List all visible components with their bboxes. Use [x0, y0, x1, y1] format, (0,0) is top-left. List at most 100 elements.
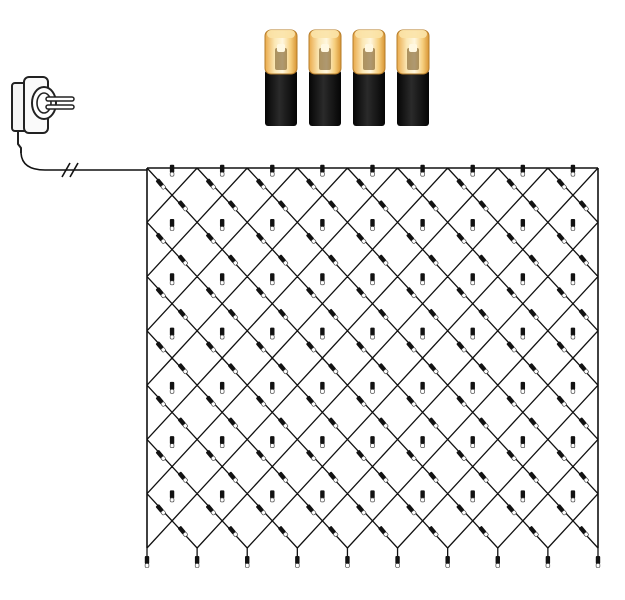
- led-point: [506, 287, 517, 299]
- led-point: [206, 232, 216, 244]
- led-point: [206, 178, 216, 190]
- led-point: [356, 341, 367, 353]
- led-point: [456, 178, 467, 190]
- led-bulb-icon: [264, 29, 298, 126]
- led-point: [456, 232, 467, 244]
- led-point: [306, 232, 317, 244]
- led-point: [206, 504, 216, 516]
- led-point: [528, 471, 539, 483]
- led-point: [428, 200, 439, 212]
- led-point: [370, 381, 375, 394]
- led-point: [206, 341, 216, 353]
- led-point: [428, 363, 439, 375]
- led-point: [406, 450, 417, 461]
- led-point: [556, 178, 567, 190]
- led-point: [278, 308, 289, 320]
- led-point: [428, 308, 439, 320]
- led-point: [470, 381, 475, 394]
- led-point: [470, 273, 475, 286]
- led-point: [270, 164, 275, 177]
- led-point: [578, 417, 589, 429]
- led-point: [320, 273, 325, 286]
- led-bulb-icon: [396, 29, 430, 126]
- led-point: [356, 450, 367, 461]
- led-point: [556, 341, 567, 353]
- led-point: [169, 219, 175, 231]
- led-point: [177, 471, 188, 483]
- led-point: [556, 232, 567, 244]
- led-point: [169, 164, 175, 177]
- led-point: [428, 254, 439, 266]
- led-point: [378, 471, 389, 483]
- led-point: [256, 395, 267, 407]
- led-point: [595, 556, 601, 568]
- led-point: [219, 381, 225, 394]
- led-point: [420, 273, 425, 286]
- led-point: [378, 308, 389, 320]
- led-point: [420, 327, 425, 340]
- led-point: [520, 273, 526, 286]
- led-point: [570, 219, 576, 231]
- led-point: [169, 436, 175, 448]
- led-point: [278, 254, 289, 266]
- led-point: [506, 341, 517, 353]
- led-point: [378, 363, 389, 375]
- led-point: [169, 327, 175, 340]
- led-point: [478, 254, 489, 266]
- led-point: [219, 219, 225, 231]
- led-point: [478, 363, 489, 375]
- led-point: [228, 254, 238, 266]
- led-point: [528, 363, 539, 375]
- led-point: [506, 178, 517, 190]
- led-point: [219, 273, 225, 286]
- led-point: [570, 164, 576, 177]
- led-point: [456, 395, 467, 407]
- led-point: [155, 504, 166, 516]
- led-point: [356, 287, 367, 299]
- led-point: [155, 395, 166, 407]
- led-point: [177, 254, 188, 266]
- led-point: [194, 556, 200, 568]
- led-point: [506, 450, 517, 461]
- led-point: [370, 436, 375, 448]
- led-point: [177, 526, 188, 537]
- led-point: [420, 381, 425, 394]
- led-point: [155, 232, 166, 244]
- led-point: [370, 327, 375, 340]
- led-point: [520, 490, 526, 503]
- led-point: [256, 504, 267, 516]
- led-point: [320, 164, 325, 177]
- led-point: [456, 450, 467, 461]
- led-point: [470, 219, 475, 231]
- led-point: [278, 417, 289, 429]
- led-point: [520, 327, 526, 340]
- led-point: [578, 471, 589, 483]
- led-point: [406, 232, 417, 244]
- led-point: [370, 273, 375, 286]
- led-point: [177, 363, 188, 375]
- led-point: [270, 273, 275, 286]
- led-point: [219, 327, 225, 340]
- led-point: [378, 417, 389, 429]
- led-point: [378, 526, 389, 537]
- led-point: [228, 200, 238, 212]
- led-point: [219, 436, 225, 448]
- led-point: [228, 363, 238, 375]
- led-point: [420, 490, 425, 503]
- led-point: [370, 219, 375, 231]
- led-point: [578, 308, 589, 320]
- led-point: [406, 395, 417, 407]
- led-point: [328, 200, 339, 212]
- led-point: [578, 363, 589, 375]
- led-point: [528, 200, 539, 212]
- led-point: [155, 178, 166, 190]
- led-point: [478, 308, 489, 320]
- led-point: [528, 417, 539, 429]
- led-point: [169, 273, 175, 286]
- led-bulb-closeup-group: [264, 29, 430, 126]
- led-point: [456, 341, 467, 353]
- led-point: [520, 436, 526, 448]
- led-point: [578, 254, 589, 266]
- led-point: [306, 450, 317, 461]
